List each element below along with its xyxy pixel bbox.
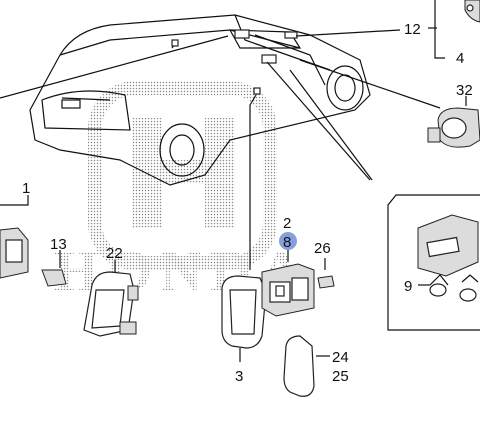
callout-1: 1 [22, 180, 30, 197]
watermark-logo-frame [88, 81, 277, 270]
callout-12: 12 [404, 21, 421, 38]
callout-labels: 12 4 32 1 13 22 2 8 26 9 3 24 25 [22, 21, 473, 385]
callout-9: 9 [404, 278, 412, 295]
leader-lines [0, 29, 441, 270]
part-2-switch-unit [261, 250, 315, 317]
callout-24: 24 [332, 349, 349, 366]
part-22-housing [83, 260, 139, 337]
part-12-switch-assembly [428, 0, 480, 59]
part-24-cover [283, 335, 330, 397]
callout-32: 32 [456, 82, 473, 99]
callout-2: 2 [283, 215, 291, 232]
part-26-screw [317, 258, 335, 289]
callout-13: 13 [50, 236, 67, 253]
callout-4: 4 [456, 50, 464, 67]
callout-3: 3 [235, 368, 243, 385]
callout-8-highlight [279, 232, 297, 250]
callout-25: 25 [332, 368, 349, 385]
watermark-h-right [205, 118, 235, 228]
detail-frame [387, 194, 480, 331]
part-1-bracket [0, 195, 67, 287]
vehicle-illustration [29, 14, 371, 186]
callout-22: 22 [106, 245, 123, 262]
callout-8: 8 [283, 234, 291, 251]
part-32-sensor [427, 96, 480, 148]
callout-26: 26 [314, 240, 331, 257]
part-3-bezel [221, 275, 267, 362]
